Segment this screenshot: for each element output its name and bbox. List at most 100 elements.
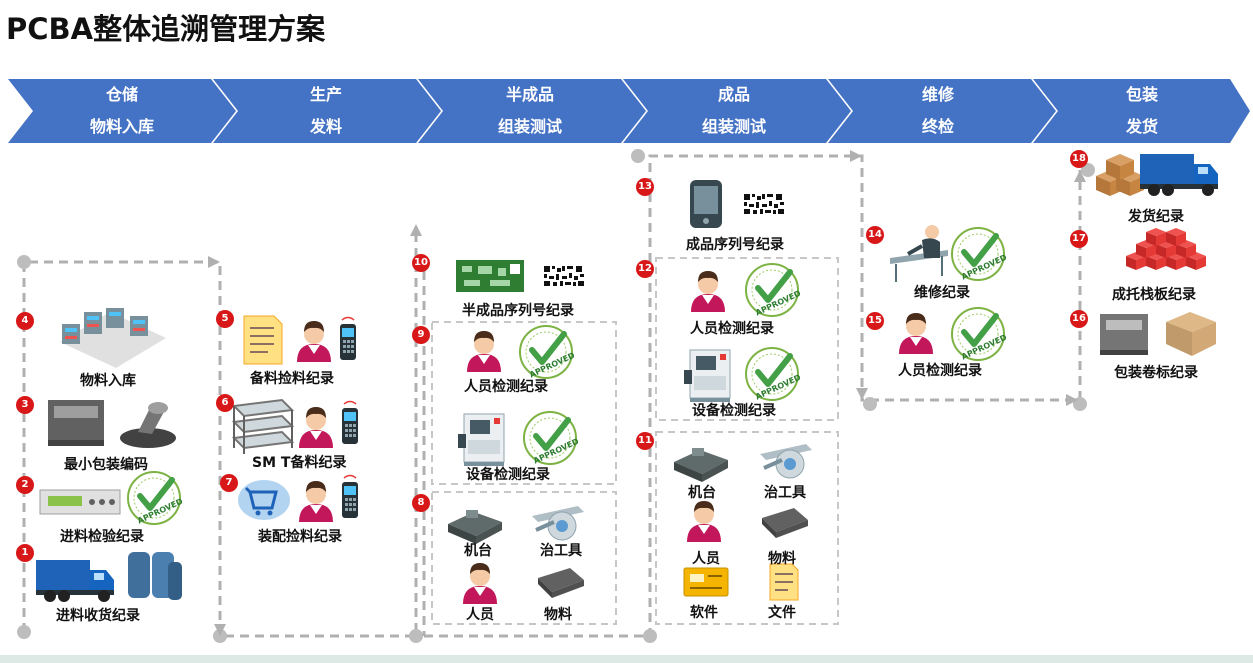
label-step-3: 最小包装编码 (64, 457, 148, 473)
qr-code-icon (742, 192, 786, 216)
fin-software: 软件 (690, 605, 718, 621)
step-badge-13: 13 (636, 178, 654, 196)
step-badge-12: 12 (636, 260, 654, 278)
handheld-scanner-icon (341, 474, 359, 519)
semi-fixture: 治工具 (540, 543, 582, 559)
basket-icon (238, 480, 290, 520)
qr-code-icon (542, 264, 586, 288)
label-step-15: 人员检测纪录 (898, 363, 982, 379)
truck-icon (36, 560, 114, 602)
stage-2-line1: 生产 (309, 85, 342, 104)
stage-5-line2: 终检 (921, 117, 954, 136)
step-badge-2: 2 (16, 476, 34, 494)
approved-stamp-icon (524, 412, 581, 466)
step-badge-7: 7 (220, 474, 238, 492)
stage-1-line1: 仓储 (105, 85, 138, 104)
handheld-scanner-icon (339, 316, 357, 361)
label-step-1: 进料收货纪录 (56, 608, 140, 624)
stage-3: 半成品 组装测试 (460, 79, 600, 143)
fin-document: 文件 (768, 605, 796, 621)
label-step-14: 维修纪录 (914, 285, 970, 301)
pcb-icon (456, 260, 524, 292)
stage-6: 包装 发货 (1072, 79, 1212, 143)
barrels-icon (128, 552, 182, 600)
worker-icon (899, 313, 933, 354)
flow-route-nodes (17, 149, 1095, 643)
step-badge-3: 3 (16, 396, 34, 414)
boxes-icon (1096, 154, 1144, 196)
tester-icon (39, 489, 121, 515)
machine-icon (448, 510, 502, 544)
semi-person: 人员 (466, 607, 494, 623)
step-badge-9: 9 (412, 326, 430, 344)
test-machine-icon (457, 413, 505, 467)
repair-worker-icon (890, 225, 948, 282)
step-badge-14: 14 (866, 226, 884, 244)
label-step-6: SM T备料纪录 (252, 455, 347, 471)
stage-3-line1: 半成品 (505, 85, 554, 104)
shelf-icon (60, 308, 166, 368)
stage-5-line1: 维修 (921, 85, 954, 104)
document-icon (769, 563, 799, 601)
worker-icon (299, 407, 333, 448)
fixture-icon (758, 442, 814, 480)
semi-material: 物料 (544, 607, 572, 623)
stage-4-line2: 组装测试 (701, 117, 766, 136)
label-step-17: 成托栈板纪录 (1112, 287, 1196, 303)
test-machine-icon (683, 349, 731, 403)
worker-icon (463, 563, 497, 604)
label-printer-icon (1100, 314, 1148, 355)
step-badge-10: 10 (412, 254, 430, 272)
stage-1: 仓储 物料入库 (52, 79, 192, 143)
fin-material: 物料 (768, 551, 796, 567)
flow-arrowheads (208, 150, 1086, 636)
semi-equip-check: 设备检测纪录 (466, 467, 550, 483)
semi-person-check: 人员检测纪录 (464, 379, 548, 395)
semi-machine: 机台 (464, 543, 492, 559)
fin-equip-check: 设备检测纪录 (692, 403, 776, 419)
label-step-16: 包装卷标纪录 (1114, 365, 1198, 381)
approved-stamp-icon (746, 348, 803, 402)
approved-stamp-icon (128, 472, 185, 526)
step-badge-11: 11 (636, 432, 654, 450)
stage-5: 维修 终检 (868, 79, 1008, 143)
fixture-icon (530, 504, 586, 542)
step-badge-16: 16 (1070, 310, 1088, 328)
worker-icon (299, 481, 333, 522)
stage-4-line1: 成品 (717, 85, 750, 104)
approved-stamp-icon (952, 308, 1009, 362)
truck-icon (1140, 154, 1218, 196)
stage-chevrons (8, 79, 1250, 143)
label-printer-icon (48, 400, 104, 446)
worker-icon (297, 321, 331, 362)
software-icon (683, 567, 729, 597)
fin-machine: 机台 (688, 485, 716, 501)
step-badge-17: 17 (1070, 230, 1088, 248)
label-step-4: 物料入库 (80, 373, 136, 389)
step-badge-15: 15 (866, 312, 884, 330)
page-title: PCBA整体追溯管理方案 (6, 12, 326, 46)
pallet-icon (1126, 228, 1206, 270)
approved-stamp-icon (746, 264, 803, 318)
step-badge-5: 5 (216, 310, 234, 328)
step-badge-1: 1 (16, 544, 34, 562)
approved-stamp-icon (520, 326, 577, 380)
flow-routes (22, 154, 1082, 638)
stage-4: 成品 组装测试 (664, 79, 804, 143)
label-step-7: 装配捡料纪录 (258, 529, 342, 545)
fin-person: 人员 (692, 551, 720, 567)
worker-icon (467, 331, 501, 372)
smt-rack-icon (231, 398, 295, 454)
label-step-13: 成品序列号纪录 (686, 237, 784, 253)
phone-icon (690, 180, 722, 228)
step-badge-4: 4 (16, 312, 34, 330)
label-step-18: 发货纪录 (1128, 209, 1184, 225)
step-badge-18: 18 (1070, 150, 1088, 168)
chip-icon (538, 568, 584, 598)
machine-icon (674, 448, 728, 482)
chip-icon (762, 508, 808, 538)
approved-stamp-icon (952, 228, 1009, 282)
bottom-strip (0, 655, 1253, 663)
stage-2: 生产 发料 (256, 79, 396, 143)
